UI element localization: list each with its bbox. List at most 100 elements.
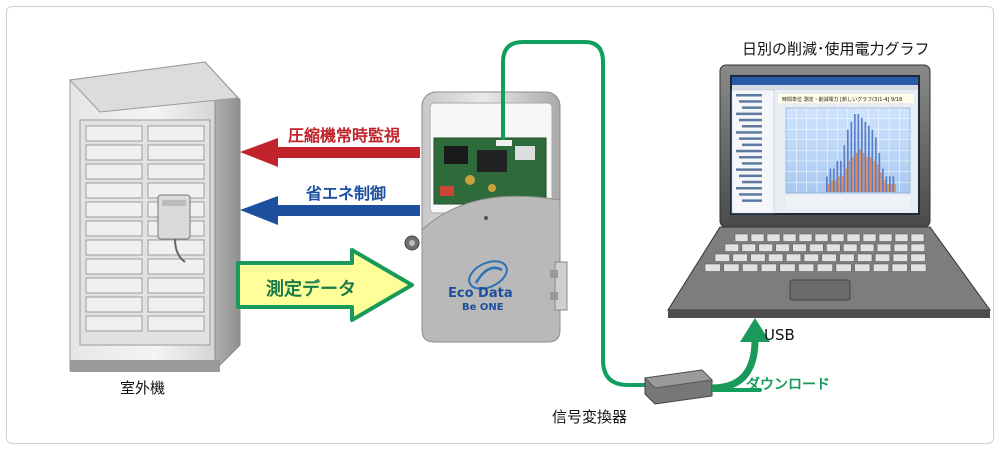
key [814,233,829,242]
key [874,253,891,262]
compressor-monitor-arrow [240,138,420,167]
bar-series-2 [866,156,868,192]
tree-row [742,162,762,165]
grille-slot [85,220,143,237]
key [734,233,749,242]
key [704,263,721,272]
bar-series-1 [889,176,891,192]
bar-series-2 [855,153,858,192]
key [741,243,756,252]
tree-row [739,118,762,122]
bar-series-2 [848,160,851,192]
grille-slot [147,315,205,332]
key [830,233,845,242]
bar-series-2 [841,176,844,192]
tree-row [742,143,762,147]
laptop: 時間単位 測定・削減電力 [新しいグラフ(3)1-4] 9/18 [667,64,991,318]
compressor-monitor-label: 圧縮機常時監視 [288,126,401,145]
tree-row [736,168,762,171]
grille-slot [85,296,143,313]
key [779,263,796,272]
download-label: ダウンロード [746,377,830,393]
measurement-data-label: 測定データ [266,279,356,300]
key [714,253,730,262]
bar-series-1 [892,176,895,192]
key [859,243,875,252]
tree-row [739,137,762,140]
key [766,233,781,242]
key [894,233,909,242]
key [910,243,925,252]
key [723,263,740,272]
bar-series-2 [852,156,854,192]
key [798,233,813,242]
bar-series-1 [861,117,863,192]
bar-series-2 [880,172,882,192]
bar-series-1 [843,145,846,192]
screen-tree [736,94,762,202]
key [798,263,815,272]
bar-series-2 [831,180,833,192]
bar-series-2 [890,184,893,192]
laptop-screen: 時間単位 測定・削減電力 [新しいグラフ(3)1-4] 9/18 [731,77,918,214]
bar-series-1 [871,129,874,192]
screen-window-title: 時間単位 測定・削減電力 [新しいグラフ(3)1-4] 9/18 [782,96,902,103]
key [782,233,797,242]
ecodata-logo-icon [468,260,508,290]
bar-series-1 [857,114,860,192]
device-brand-line1: Eco Data [448,286,513,301]
key [843,243,858,252]
device-brand-line2: Be ONE [462,302,504,313]
key [910,263,927,272]
converter-label: 信号変換器 [552,408,628,426]
key [876,243,892,252]
key [758,243,773,252]
tree-row [742,106,762,109]
bar-series-2 [859,149,861,192]
key [839,253,855,262]
bar-series-2 [845,168,847,192]
tree-row [739,100,762,103]
bar-series-1 [850,121,853,192]
bar-series-2 [873,160,875,192]
key [760,263,777,272]
bar-series-2 [834,180,837,192]
frame-border [6,6,994,444]
grille-slot [85,144,143,161]
bar-series-1 [878,153,881,192]
bar-series-1 [840,160,842,192]
grille-slot [147,296,205,313]
outdoor-unit-grille [85,125,205,332]
measurement-data-arrow [236,248,414,322]
bar-series-1 [875,137,877,192]
bar-series-2 [876,164,879,192]
key [803,253,819,262]
graph-title-label: 日別の削減･使用電力グラフ [742,40,930,58]
key [846,233,861,242]
bar-series-2 [862,153,865,192]
key [854,263,871,272]
bar-series-1 [826,176,828,192]
energy-control-label: 省エネ制御 [306,184,387,203]
ecodata-device [404,91,568,343]
key [873,263,889,272]
key [775,243,790,252]
bar-series-1 [829,168,832,192]
key [816,263,833,272]
grille-slot [85,315,143,332]
key [891,263,908,272]
tree-row [742,125,762,128]
bar-series-2 [887,184,889,192]
tree-row [742,199,762,202]
grille-slot [85,277,143,294]
key [750,233,765,242]
energy-control-arrow [240,196,420,225]
key [792,243,807,252]
bar-series-2 [838,176,840,192]
tree-row [739,156,762,159]
tree-row [736,149,762,153]
tree-row [739,193,762,196]
grille-slot [85,125,143,142]
